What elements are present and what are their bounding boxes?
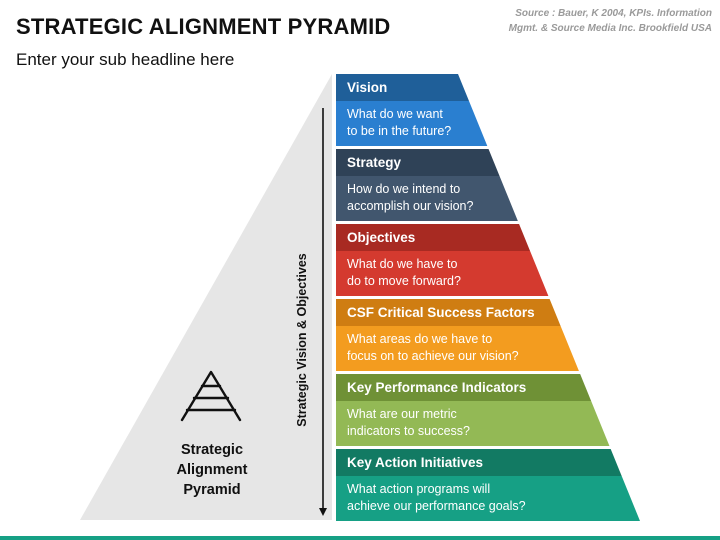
layer-description: What do we have to do to move forward? <box>347 256 461 290</box>
layer-description: What do we want to be in the future? <box>347 106 451 140</box>
layer-description-line: achieve our performance goals? <box>347 499 526 513</box>
source-line-2: Mgmt. & Source Media Inc. Brookfield USA <box>508 23 712 34</box>
layer-description-line: to be in the future? <box>347 124 452 138</box>
layer-description: What are our metric indicators to success… <box>347 406 470 440</box>
layer-body-band <box>336 176 518 221</box>
layer-header-band <box>336 224 531 251</box>
pyramid-name-line-1: Strategic <box>180 442 244 458</box>
layer-description-line: What areas do we have to <box>347 332 493 346</box>
layer-header-band <box>336 374 592 401</box>
layer-description-line: How do we intend to <box>347 182 461 196</box>
pyramid-icon <box>180 370 242 422</box>
layer-description-line: What are our metric <box>347 407 457 421</box>
layer-title: Key Action Initiatives <box>347 455 484 470</box>
layer-description: What areas do we have to focus on to achi… <box>347 331 519 365</box>
layer-title: Vision <box>347 80 388 95</box>
page-title: STRATEGIC ALIGNMENT PYRAMID <box>16 14 391 39</box>
axis-label: Strategic Vision & Objectives <box>295 253 309 427</box>
layer-title: Strategy <box>347 155 402 170</box>
pyramid-name-line-3: Pyramid <box>183 482 241 498</box>
source-line-1: Source : Bauer, K 2004, KPIs. Informatio… <box>515 8 712 19</box>
source-note: Source : Bauer, K 2004, KPIs. Informatio… <box>509 6 712 36</box>
layer-body-band <box>336 476 640 521</box>
layer-title: CSF Critical Success Factors <box>347 305 535 320</box>
layer-body-band <box>336 326 579 371</box>
layer-description-line: indicators to success? <box>347 424 470 438</box>
layer-description: How do we intend to accomplish our vision… <box>347 181 473 215</box>
layer-description-line: What action programs will <box>347 482 491 496</box>
layer-title: Objectives <box>347 230 416 245</box>
layer-description: What action programs will achieve our per… <box>347 481 526 515</box>
pyramid-name-label: Strategic Alignment Pyramid <box>162 440 262 500</box>
layer-description-line: What do we want <box>347 107 443 121</box>
layer-header-band <box>336 299 561 326</box>
layer-description-line: do to move forward? <box>347 274 461 288</box>
layer-description-line: What do we have to <box>347 257 458 271</box>
layer-body-band <box>336 101 488 146</box>
vertical-arrow <box>319 108 327 516</box>
layer-header-band <box>336 449 622 476</box>
layer-description-line: focus on to achieve our vision? <box>347 349 519 363</box>
layer-header-band <box>336 149 500 176</box>
pyramid-name-line-2: Alignment <box>176 462 248 478</box>
layer-title: Key Performance Indicators <box>347 380 527 395</box>
layer-body-band <box>336 401 610 446</box>
bottom-accent-bar <box>0 536 720 540</box>
sub-headline: Enter your sub headline here <box>16 50 235 69</box>
left-panel-triangle <box>80 74 332 520</box>
layer-header-band <box>336 74 469 101</box>
pyramid-layers <box>336 74 640 521</box>
layer-body-band <box>336 251 549 296</box>
layer-description-line: accomplish our vision? <box>347 199 474 213</box>
